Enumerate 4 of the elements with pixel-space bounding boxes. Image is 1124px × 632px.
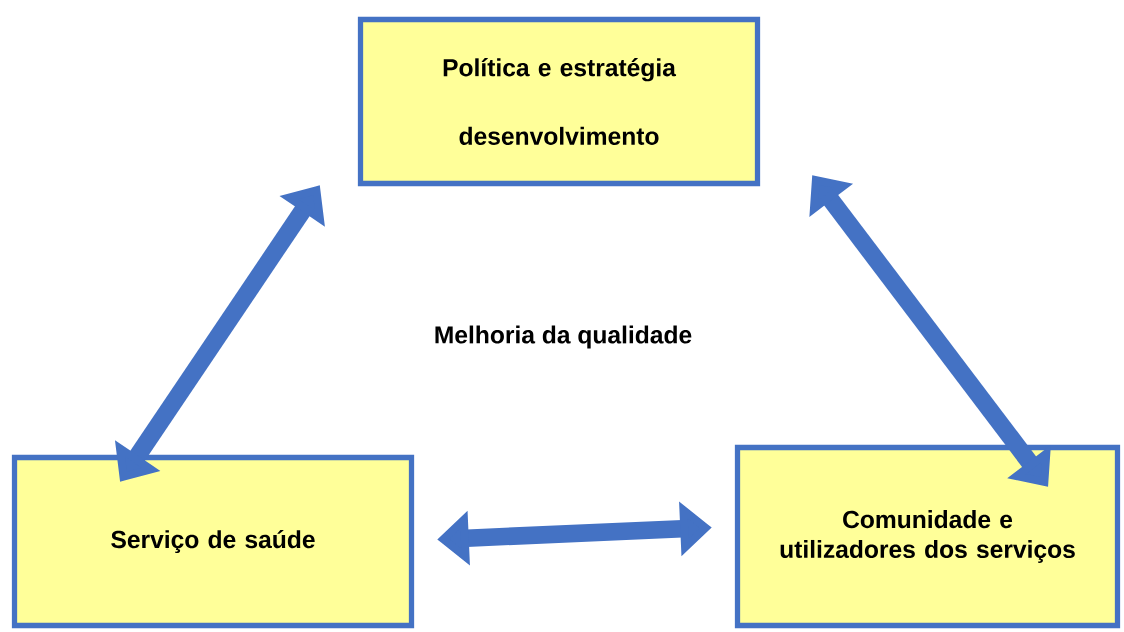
process-box: Comunidade e utilizadores dos serviços: [734, 444, 1121, 629]
process-box: Política e estratégia desenvolvimento: [357, 16, 761, 187]
center-label: Melhoria da qualidade: [435, 325, 692, 349]
process-box: Serviço de saúde: [11, 454, 415, 629]
